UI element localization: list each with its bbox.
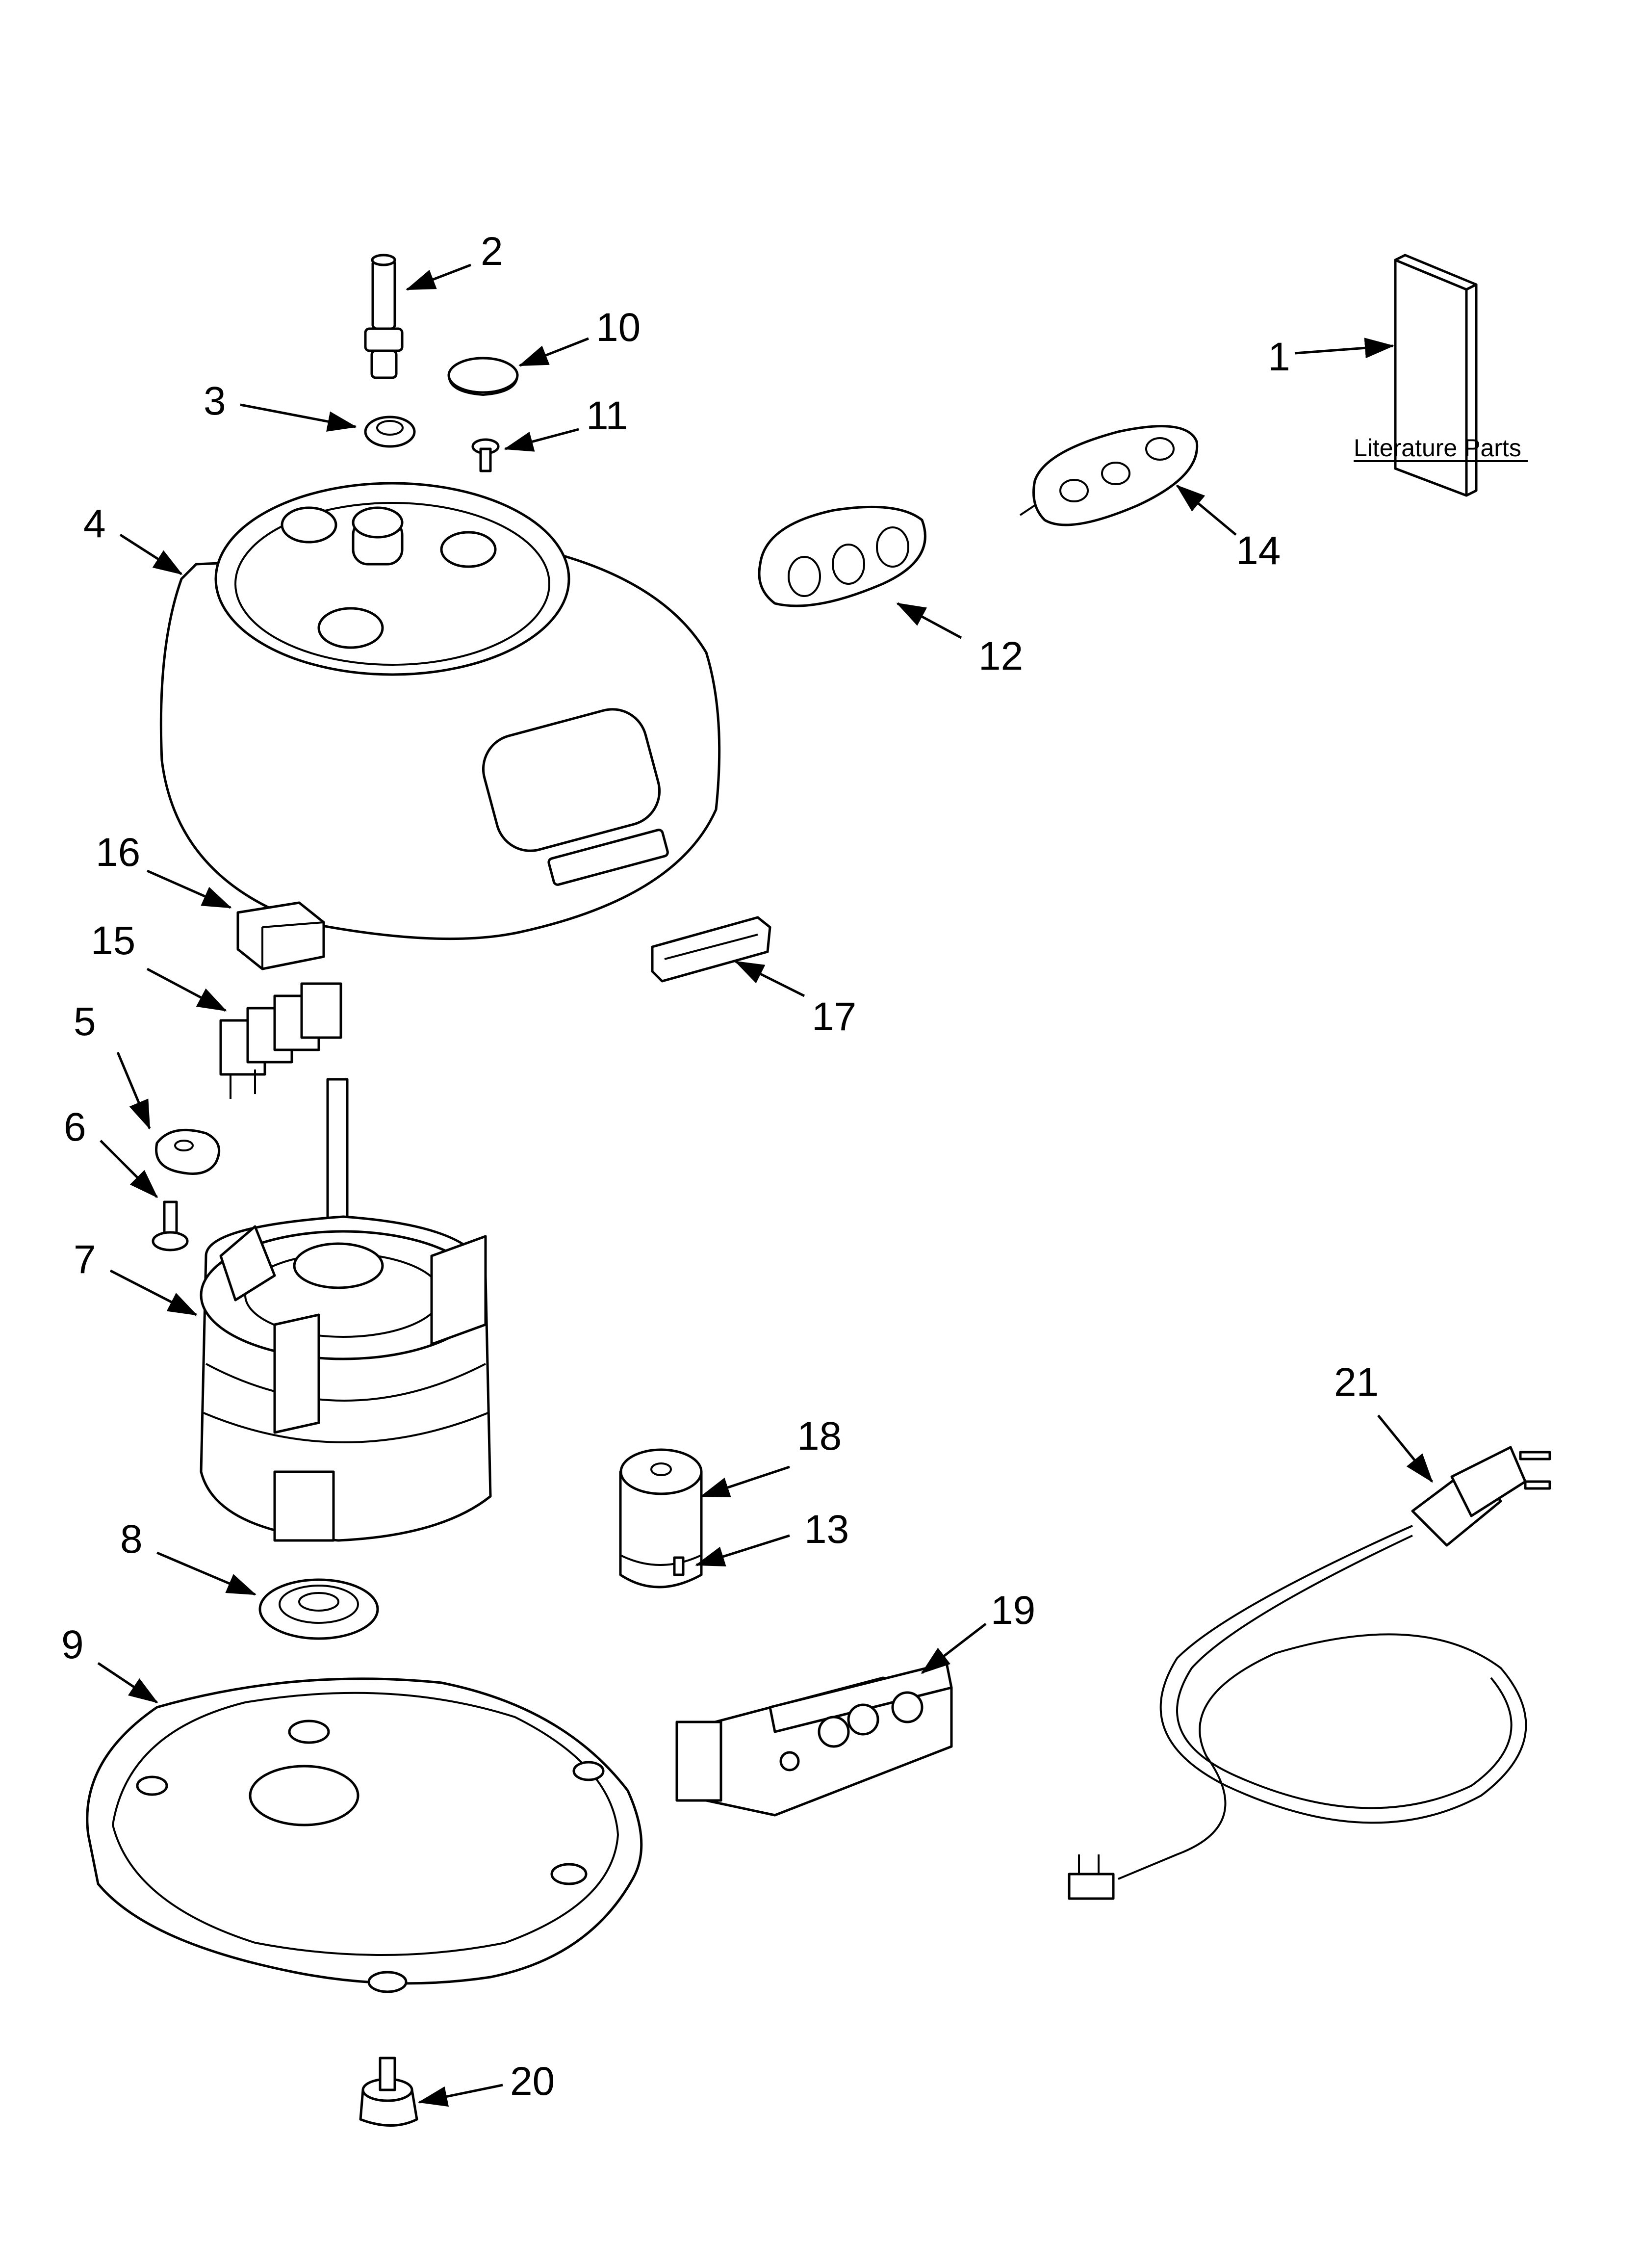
part-7-motor [200,1078,492,1542]
callout-19: 19 [991,1588,1035,1633]
part-9-base [86,1677,643,1993]
part-3-ring [364,416,416,448]
callout-9: 9 [61,1622,84,1667]
callout-16: 16 [96,830,140,875]
part-14-button-panel [1019,425,1199,526]
part-20-foot [359,2057,418,2127]
part-5-clip [155,1128,221,1175]
part-11-screw [471,438,500,472]
part-6-screw [152,1200,189,1251]
callout-12: 12 [978,634,1023,678]
callout-5: 5 [74,999,96,1044]
part-8-gasket [258,1578,379,1640]
part-15-terminal-block [219,982,342,1099]
callout-6: 6 [64,1105,86,1149]
part-21-power-cord [1068,1446,1551,1900]
callout-10: 10 [596,305,641,350]
part-17-badge [651,916,771,983]
callout-17: 17 [812,994,856,1039]
literature-caption: Literature Parts [1354,434,1521,462]
callout-4: 4 [83,501,106,546]
callout-20: 20 [510,2059,555,2104]
callout-11: 11 [586,393,628,438]
callout-7: 7 [74,1237,96,1282]
part-12-button-seal [758,505,926,607]
callout-2: 2 [481,229,503,274]
part-18-capacitor [619,1448,703,1589]
part-4-housing [159,482,721,940]
part-1-literature: Literature Parts [1354,254,1528,497]
callout-1: 1 [1268,335,1290,379]
callout-14: 14 [1236,528,1281,573]
callout-15: 15 [91,918,135,963]
callout-21: 21 [1334,1360,1379,1405]
part-10-cap [447,357,519,396]
leader-lines [97,263,1433,2107]
callout-18: 18 [797,1414,842,1459]
callout-labels: 1 2 3 4 5 6 7 8 9 10 11 12 13 14 15 16 1… [61,229,1379,2104]
part-16-bracket [236,901,325,970]
part-19-control-board [675,1662,953,1817]
part-2-shaft [364,254,404,379]
callout-3: 3 [204,379,226,423]
callout-13: 13 [804,1507,849,1552]
callout-8: 8 [120,1517,143,1562]
